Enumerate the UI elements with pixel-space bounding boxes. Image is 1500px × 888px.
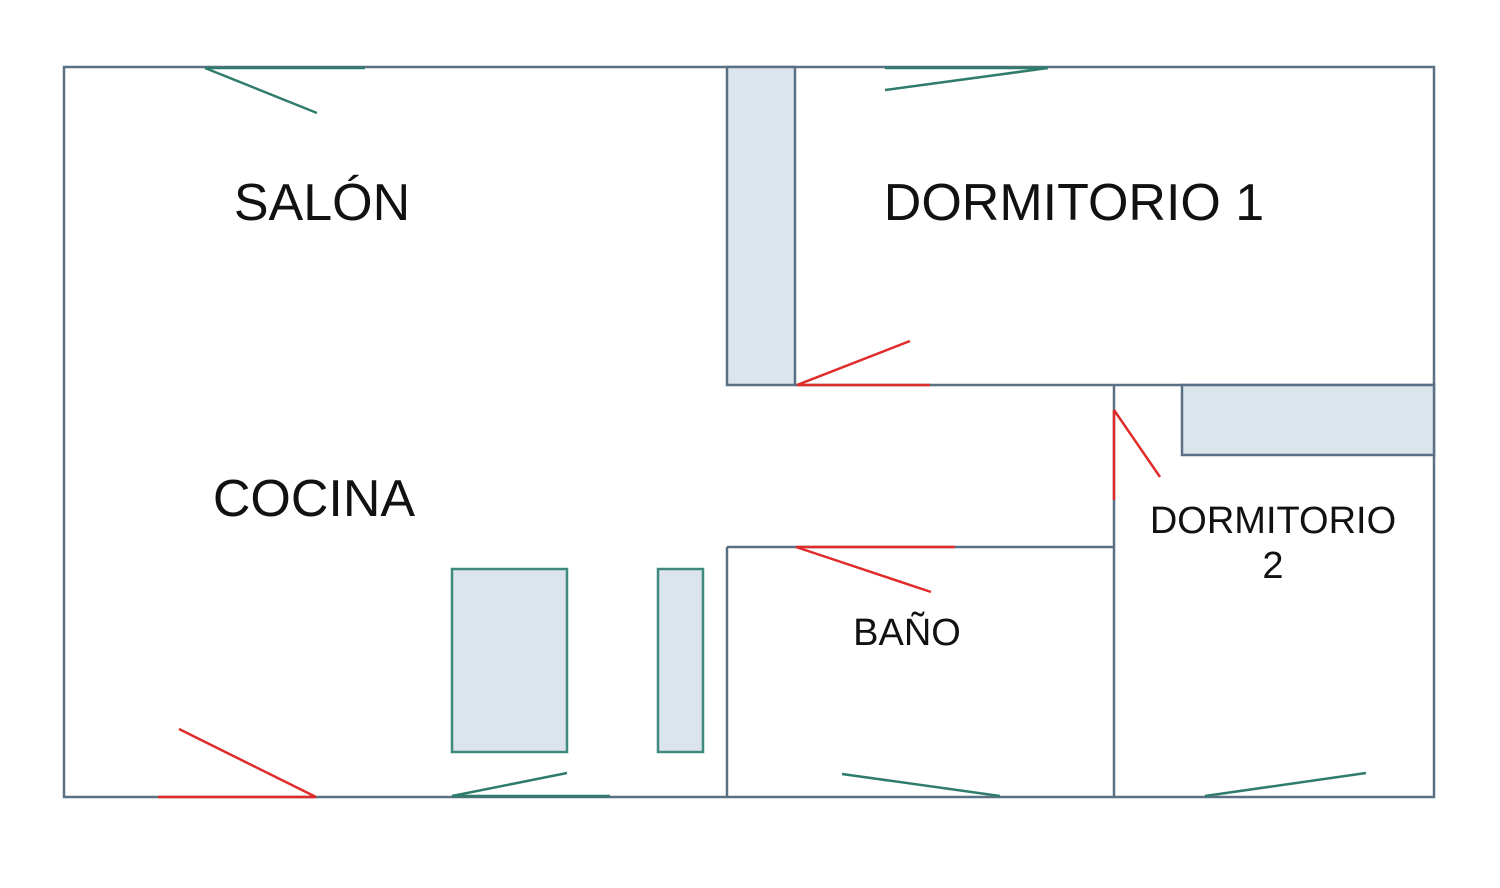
- window-salon: [204, 66, 365, 115]
- door-bano: [795, 545, 955, 594]
- label-dormitorio-1: DORMITORIO 1: [884, 174, 1264, 232]
- label-dormitorio-2-line1: DORMITORIO: [1150, 500, 1396, 542]
- label-salon: SALÓN: [234, 174, 410, 232]
- window-dormitorio-1: [884, 66, 1049, 92]
- window-cocina: [451, 771, 610, 798]
- window-bano: [841, 772, 1001, 798]
- door-dormitorio-2: [1112, 409, 1162, 500]
- kitchen-counter: [450, 567, 569, 754]
- window-dormitorio-2: [1204, 771, 1367, 798]
- kitchen-cabinet: [656, 567, 705, 754]
- wardrobe-dormitorio-2: [1180, 383, 1436, 457]
- door-entrance: [158, 727, 317, 799]
- label-cocina: COCINA: [213, 470, 416, 528]
- wardrobe-dormitorio-1: [725, 65, 797, 387]
- label-bano: BAÑO: [853, 611, 961, 654]
- door-dormitorio-1: [796, 339, 930, 387]
- label-dormitorio-2-line2: 2: [1262, 545, 1283, 587]
